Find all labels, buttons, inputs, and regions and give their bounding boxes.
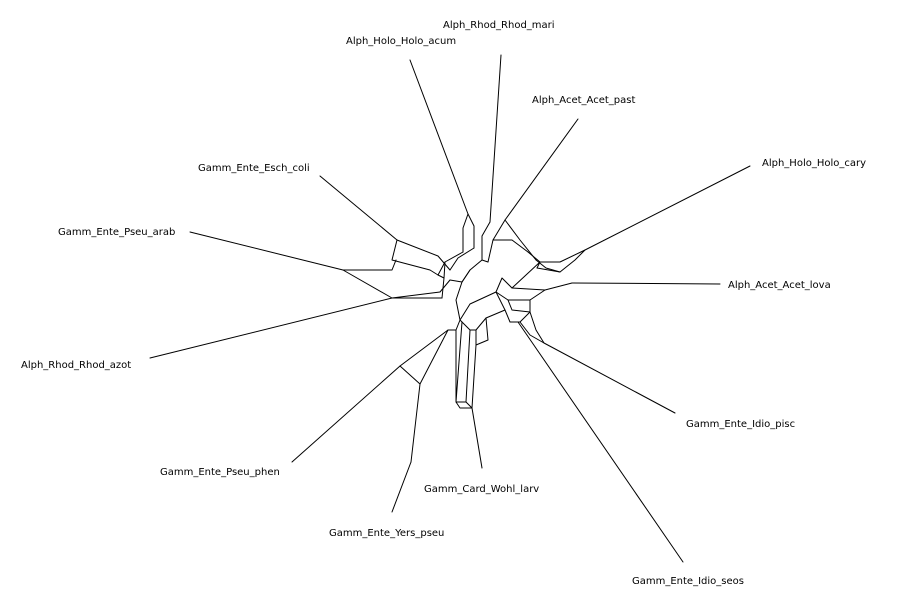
network-edge [409, 59, 469, 215]
network-edge [342, 269, 441, 299]
network-edge [495, 277, 513, 301]
network-edge [511, 282, 573, 291]
network-edge [459, 291, 497, 321]
network-edge [467, 213, 475, 249]
network-edge [543, 342, 676, 414]
network-edge [511, 261, 541, 289]
network-edge [489, 54, 502, 223]
network-edge [471, 344, 477, 409]
network-edge [504, 309, 521, 323]
taxon-label-alph-holo-holo-cary: Alph_Holo_Holo_cary [762, 158, 866, 169]
network-edge [391, 239, 439, 276]
network-edge [487, 219, 506, 263]
taxon-label-gamm-ente-esch-coli: Gamm_Ente_Esch_coli [198, 163, 310, 174]
network-edge [396, 239, 451, 271]
network-edge [481, 221, 491, 261]
taxon-labels: Alph_Rhod_Rhod_mari Alph_Holo_Holo_acum … [21, 20, 866, 587]
network-edge [571, 282, 721, 285]
taxon-label-alph-rhod-rhod-mari: Alph_Rhod_Rhod_mari [443, 20, 555, 31]
network-edge [527, 251, 541, 269]
network-edge [462, 213, 469, 253]
network-edge [492, 239, 529, 253]
network-edge [504, 118, 579, 221]
network-edge [495, 291, 506, 311]
taxon-label-alph-rhod-rhod-azot: Alph_Rhod_Rhod_azot [21, 360, 131, 371]
network-edge [529, 311, 545, 344]
network-edge [461, 259, 483, 283]
network-edge [507, 289, 546, 301]
network-edge [439, 279, 451, 293]
network-edge [471, 407, 483, 469]
network-edge [189, 231, 344, 271]
network-edge [399, 319, 461, 367]
network-edge [437, 274, 445, 299]
network-edge [437, 251, 464, 276]
network-edge [455, 281, 463, 321]
taxon-label-gamm-card-wohl-larv: Gamm_Card_Wohl_larv [424, 484, 539, 495]
taxon-label-alph-acet-acet-lova: Alph_Acet_Acet_lova [728, 280, 831, 291]
network-edge [455, 321, 467, 403]
network-edge [319, 175, 398, 241]
network-edge [342, 259, 397, 271]
network-edge [475, 309, 506, 331]
network-edge [291, 365, 401, 463]
network-edge [459, 319, 477, 331]
taxon-label-gamm-ente-pseu-phen: Gamm_Ente_Pseu_phen [160, 467, 280, 478]
network-edge [584, 165, 751, 251]
network-edge [399, 365, 421, 385]
network-edge [507, 299, 531, 313]
taxon-label-alph-acet-acet-past: Alph_Acet_Acet_past [532, 95, 635, 106]
taxon-label-gamm-ente-yers-pseu: Gamm_Ente_Yers_pseu [329, 528, 444, 539]
network-edge [536, 249, 586, 273]
network-edge [391, 461, 412, 513]
network-edges [149, 54, 751, 563]
taxon-label-gamm-ente-idio-pisc: Gamm_Ente_Idio_pisc [686, 419, 795, 430]
taxon-label-gamm-ente-pseu-arab: Gamm_Ente_Pseu_arab [58, 227, 175, 238]
network-edge [449, 279, 463, 283]
network-edge [461, 269, 471, 283]
taxon-label-alph-holo-holo-acum: Alph_Holo_Holo_acum [346, 36, 456, 47]
network-edge [517, 321, 684, 563]
network-edge [475, 317, 489, 346]
taxon-label-gamm-ente-idio-seos: Gamm_Ente_Idio_seos [632, 576, 744, 587]
network-edge [465, 329, 473, 409]
network-edge [410, 329, 449, 463]
network-edge [481, 259, 489, 263]
network-edge [519, 321, 545, 344]
network-edge [455, 401, 473, 409]
network-edge [149, 297, 393, 359]
network-edge [504, 219, 537, 261]
network-edge [443, 261, 446, 279]
network-edge [539, 249, 586, 263]
network-edge [449, 247, 475, 271]
